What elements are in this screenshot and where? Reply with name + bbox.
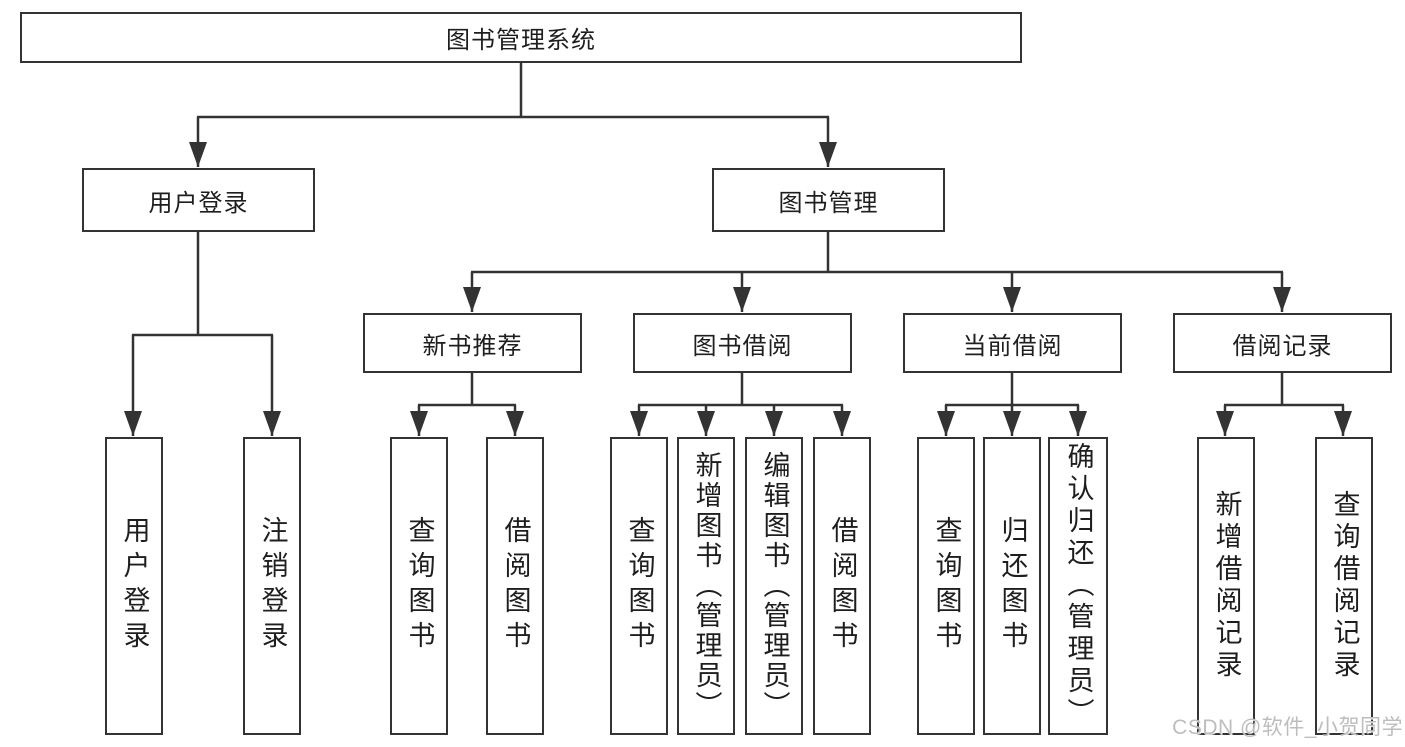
node-root-label: 图书管理系统 [446,27,596,54]
leaf-confirm-return-admin: 确认归还（管理员） [1048,437,1108,735]
node-book-borrow: 图书借阅 [633,313,852,373]
leaf-add-book-admin: 新增图书（管理员） [677,437,735,735]
leaf-add-borrow-record: 新增借阅记录 [1197,437,1255,735]
leaf-add-book-admin-label: 新增图书（管理员） [691,451,722,721]
leaf-borrow-books: 借阅图书 [813,437,871,735]
node-new-book-recommend: 新书推荐 [363,313,582,373]
leaf-edit-book-admin: 编辑图书（管理员） [745,437,803,735]
leaf-query-books-current: 查询图书 [917,437,975,735]
node-book-management-label: 图书管理 [778,189,879,217]
node-root: 图书管理系统 [20,12,1022,63]
node-book-borrow-label: 图书借阅 [692,332,793,360]
leaf-user-login: 用户登录 [105,437,163,735]
leaf-borrow-books-label: 借阅图书 [827,516,858,656]
node-current-borrow: 当前借阅 [903,313,1122,373]
leaf-return-book-label: 归还图书 [997,516,1028,656]
node-current-borrow-label: 当前借阅 [962,332,1063,360]
node-book-management: 图书管理 [712,168,945,232]
leaf-logout-label: 注销登录 [257,516,288,656]
leaf-query-borrow-record: 查询借阅记录 [1315,437,1373,735]
leaf-user-login-label: 用户登录 [119,516,150,656]
leaf-query-borrow-record-label: 查询借阅记录 [1329,490,1360,682]
leaf-add-borrow-record-label: 新增借阅记录 [1211,490,1242,682]
node-new-book-recommend-label: 新书推荐 [422,332,523,360]
leaf-confirm-return-admin-label: 确认归还（管理员） [1063,442,1094,730]
leaf-logout: 注销登录 [243,437,301,735]
node-borrow-records: 借阅记录 [1173,313,1392,373]
leaf-borrow-books-recommend-label: 借阅图书 [500,516,531,656]
node-user-login: 用户登录 [82,168,315,232]
leaf-edit-book-admin-label: 编辑图书（管理员） [759,451,790,721]
node-user-login-label: 用户登录 [148,189,249,217]
node-borrow-records-label: 借阅记录 [1232,332,1333,360]
leaf-query-books-borrow-label: 查询图书 [624,516,655,656]
leaf-query-books-recommend: 查询图书 [390,437,448,735]
leaf-query-books-current-label: 查询图书 [931,516,962,656]
leaf-borrow-books-recommend: 借阅图书 [486,437,544,735]
leaf-query-books-borrow: 查询图书 [610,437,668,735]
leaf-query-books-recommend-label: 查询图书 [404,516,435,656]
leaf-return-book: 归还图书 [983,437,1041,735]
